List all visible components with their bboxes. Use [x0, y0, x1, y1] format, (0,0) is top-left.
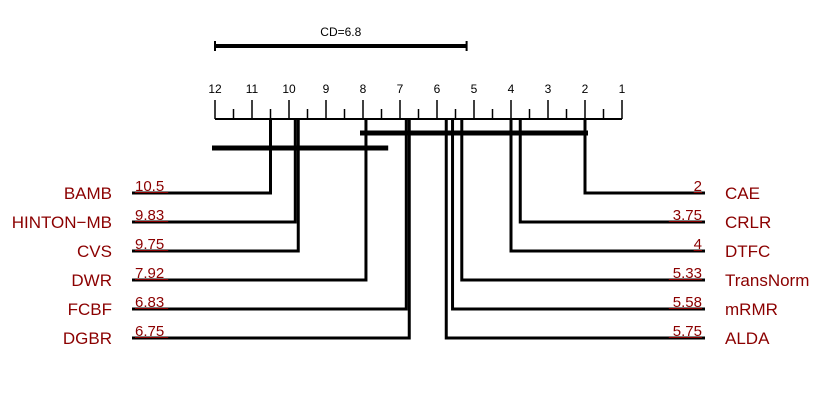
method-lines: 10.5 BAMB 9.83 HINTON−MB 9.75 CVS 7.92 DWR 6.83 F…: [12, 119, 809, 348]
method-label: DGBR: [63, 329, 112, 348]
method-label: DWR: [71, 271, 112, 290]
tick-label: 10: [282, 82, 296, 96]
method-line: [451, 119, 705, 311]
method-line: [583, 119, 705, 195]
rank-label: 7.92: [135, 265, 164, 282]
rank-label: 10.5: [135, 178, 164, 195]
tick-label: 12: [208, 82, 222, 96]
method-line: [132, 119, 411, 340]
clique-bars: [212, 130, 588, 151]
rank-label: 6.75: [135, 323, 164, 340]
method-label: DTFC: [725, 242, 770, 261]
rank-label: 5.33: [673, 265, 702, 282]
tick-label: 9: [323, 82, 330, 96]
method-line: [518, 119, 705, 224]
rank-label: 2: [694, 178, 702, 195]
tick-label: 1: [619, 82, 626, 96]
tick-label: 8: [360, 82, 367, 96]
method-label: mRMR: [725, 300, 778, 319]
tick-label: 6: [434, 82, 441, 96]
tick-label: 5: [471, 82, 478, 96]
method-line: [460, 119, 705, 282]
rank-axis: 12 11 10 9 8 7 6 5 4 3 2 1: [208, 82, 626, 120]
tick-label: 7: [397, 82, 404, 96]
rank-label: 4: [694, 236, 702, 253]
method-line: [132, 119, 368, 282]
rank-label: 9.83: [135, 207, 164, 224]
rank-label: 3.75: [673, 207, 702, 224]
tick-label: 3: [545, 82, 552, 96]
rank-label: 9.75: [135, 236, 164, 253]
method-line: [509, 119, 705, 253]
method-label: CAE: [725, 184, 760, 203]
method-line: [132, 119, 408, 311]
method-label: HINTON−MB: [12, 213, 112, 232]
method-label: CVS: [77, 242, 112, 261]
method-label: BAMB: [64, 184, 112, 203]
rank-label: 6.83: [135, 294, 164, 311]
rank-label: 5.58: [673, 294, 702, 311]
method-line: [132, 119, 300, 253]
method-line: [444, 119, 705, 340]
cd-label: CD=6.8: [320, 25, 361, 39]
method-line: [132, 119, 297, 224]
tick-label: 4: [508, 82, 515, 96]
method-label: CRLR: [725, 213, 771, 232]
tick-label: 11: [246, 82, 259, 96]
tick-label: 2: [582, 82, 589, 96]
cd-bar-group: CD=6.8: [214, 25, 468, 51]
method-line: [132, 119, 272, 195]
rank-label: 5.75: [673, 323, 702, 340]
method-label: TransNorm: [725, 271, 809, 290]
method-label: FCBF: [68, 300, 112, 319]
method-label: ALDA: [725, 329, 770, 348]
